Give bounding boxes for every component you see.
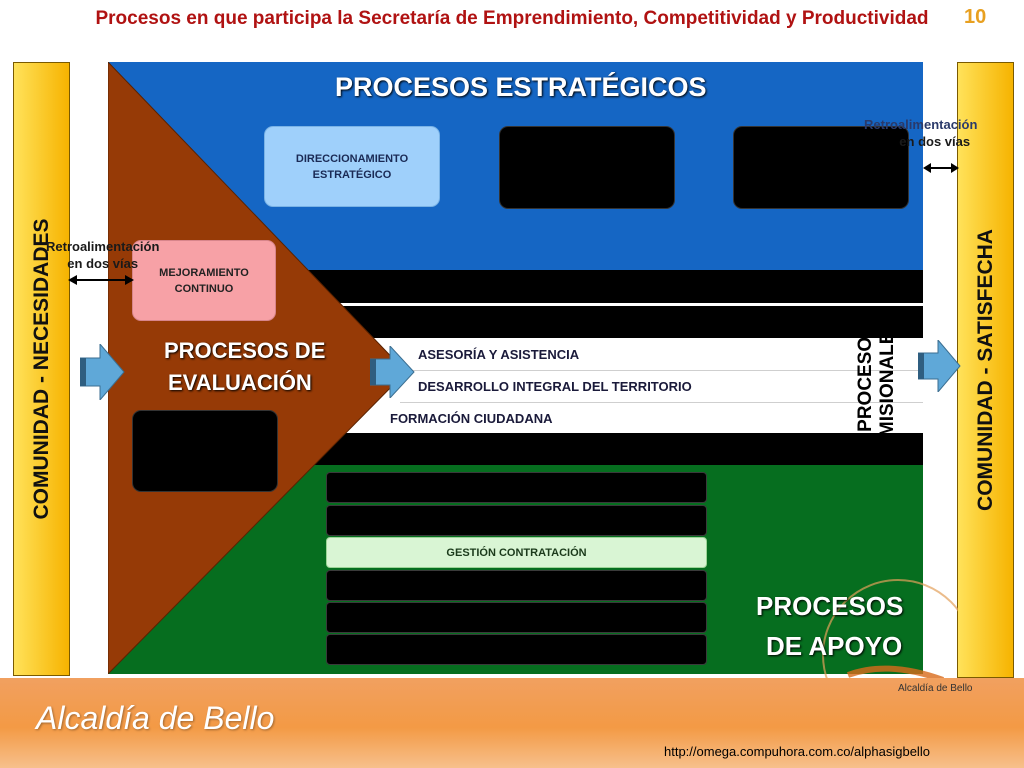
missionary-item-advisory: ASESORÍA Y ASISTENCIA	[418, 347, 580, 362]
left-sidebar: COMUNIDAD - NECESIDADES	[13, 62, 70, 676]
page-title: Procesos en que participa la Secretaría …	[95, 8, 929, 29]
strategic-title: PROCESOS ESTRATÉGICOS	[335, 72, 707, 102]
footer-logo-text: Alcaldía de Bello	[36, 700, 275, 736]
left-input-arrow-icon	[80, 344, 125, 400]
support-title-line2: DE APOYO	[766, 631, 903, 661]
evaluation-triangle	[108, 62, 407, 674]
right-sidebar: COMUNIDAD - SATISFECHA	[957, 62, 1014, 678]
support-bar-5[interactable]	[326, 602, 707, 633]
left-feedback-line1: Retroalimentación	[46, 239, 160, 254]
missionary-item-citizen-training: FORMACIÓN CIUDADANA	[390, 411, 553, 426]
right-double-arrow-icon	[923, 163, 959, 173]
support-bar-4[interactable]	[326, 570, 707, 601]
alcaldia-seal-icon	[822, 579, 958, 720]
missionary-side-label-line1: PROCESOS	[855, 323, 876, 432]
strategic-box-3[interactable]	[733, 126, 909, 209]
continuous-improvement-box[interactable]: MEJORAMIENTO CONTINUO	[132, 240, 276, 321]
strategic-box-2[interactable]	[499, 126, 675, 209]
right-feedback-line1: Retroalimentación	[864, 117, 978, 132]
left-feedback-line2: en dos vías	[67, 256, 139, 271]
support-bar-6[interactable]	[326, 634, 707, 665]
support-bar-1[interactable]	[326, 472, 707, 503]
right-feedback-label: Retroalimentación en dos vías	[864, 116, 977, 150]
missionary-side-label: PROCESOS MISIONALES	[842, 310, 912, 445]
evaluation-box-2[interactable]	[132, 410, 278, 492]
missionary-divider-2	[400, 402, 923, 403]
right-feedback-line2: en dos vías	[899, 134, 971, 149]
missionary-item-territory: DESARROLLO INTEGRAL DEL TERRITORIO	[418, 379, 692, 394]
page-number: 10	[964, 6, 987, 28]
seal-caption: Alcaldía de Bello	[898, 683, 973, 694]
strategic-direction-box[interactable]: DIRECCIONAMIENTO ESTRATÉGICO	[264, 126, 440, 207]
evaluation-title-line1: PROCESOS DE	[164, 338, 326, 363]
missionary-divider-1	[408, 370, 923, 371]
right-sidebar-label: COMUNIDAD - SATISFECHA	[973, 229, 997, 511]
separator-gap-1	[108, 303, 923, 306]
left-feedback-label: Retroalimentación en dos vías	[46, 238, 159, 272]
missionary-side-label-line2: MISIONALES	[877, 318, 898, 437]
left-double-arrow-icon	[68, 275, 134, 285]
support-bar-2[interactable]	[326, 505, 707, 536]
footer-url-link[interactable]: http://omega.compuhora.com.co/alphasigbe…	[664, 744, 930, 759]
center-arrow-icon	[370, 346, 415, 398]
support-title-line1: PROCESOS	[756, 591, 904, 621]
support-bar-contracting[interactable]: GESTIÓN CONTRATACIÓN	[326, 537, 707, 568]
evaluation-title-line2: EVALUACIÓN	[168, 370, 312, 395]
right-output-arrow-icon	[918, 340, 961, 392]
footer-band	[0, 678, 1024, 768]
